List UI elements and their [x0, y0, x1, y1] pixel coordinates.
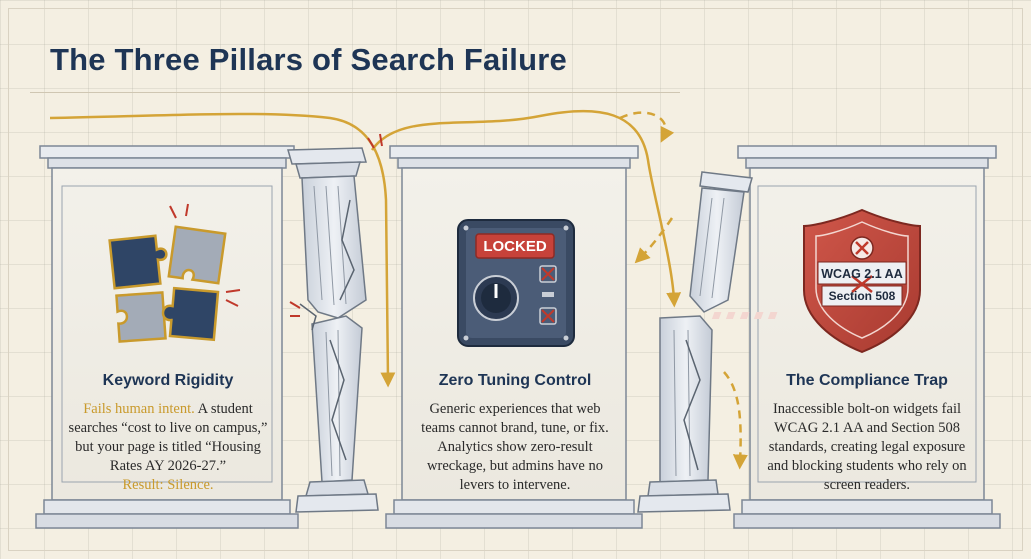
panel-body: Generic experiences that web teams canno…	[421, 401, 609, 493]
body-text: A student searches “cost to live on camp…	[68, 401, 268, 474]
panel-body: Inaccessible bolt-on widgets fail WCAG 2…	[767, 401, 967, 493]
flow-arrows	[49, 109, 748, 470]
panel-frame-keyword-rigidity	[35, 145, 299, 529]
shield-line-wcag: WCAG 2.1 AA	[821, 267, 903, 281]
panel-zero-tuning: Zero Tuning Control Generic experiences …	[418, 372, 612, 495]
locked-label: LOCKED	[483, 238, 547, 255]
cracked-column-right	[637, 171, 753, 513]
body-lead: Fails human intent.	[83, 401, 195, 417]
panel-heading: The Compliance Trap	[786, 372, 948, 389]
body-tail: Result: Silence.	[122, 477, 214, 493]
locked-control-panel-icon	[457, 219, 575, 347]
page-frame	[8, 8, 1023, 551]
crack-spark-marks	[289, 133, 383, 317]
panel-keyword-rigidity: Keyword Rigidity Fails human intent. A s…	[66, 372, 270, 495]
panel-compliance-trap: The Compliance Trap Inaccessible bolt-on…	[764, 372, 970, 495]
panel-heading: Keyword Rigidity	[102, 372, 234, 389]
title-divider	[30, 92, 680, 93]
page-title: The Three Pillars of Search Failure	[50, 42, 567, 77]
compliance-shield-icon	[711, 208, 921, 354]
shield-line-section: Section 508	[829, 289, 896, 303]
puzzle-pieces-icon	[108, 203, 241, 343]
cracked-column-left	[287, 147, 379, 513]
panel-body: Fails human intent. A student searches “…	[66, 400, 270, 495]
panel-heading: Zero Tuning Control	[438, 372, 592, 389]
